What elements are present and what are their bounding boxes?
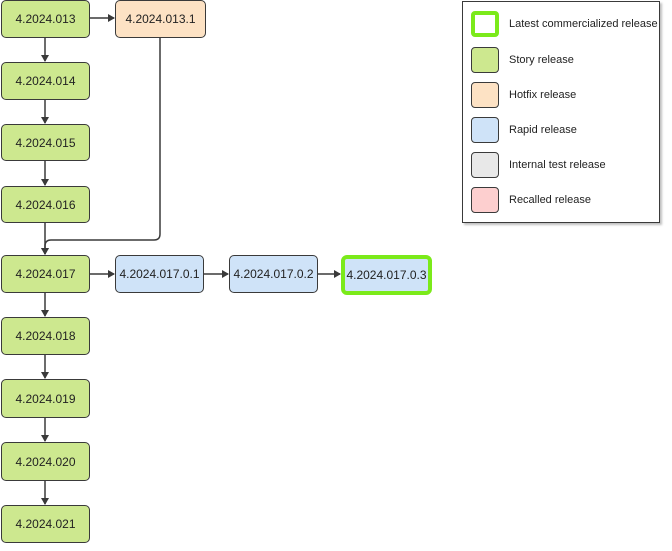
legend: Latest commercialized release Story rele… bbox=[462, 1, 660, 223]
node-4-2024-015[interactable]: 4.2024.015 bbox=[1, 124, 90, 161]
legend-label-hotfix: Hotfix release bbox=[509, 89, 577, 101]
legend-label-latest: Latest commercialized release bbox=[509, 18, 658, 30]
legend-label-rapid: Rapid release bbox=[509, 124, 577, 136]
edge-013-1-017 bbox=[41, 38, 161, 255]
node-4-2024-020[interactable]: 4.2024.020 bbox=[1, 442, 90, 481]
legend-item-rapid: Rapid release bbox=[471, 116, 577, 144]
legend-swatch-internal-test bbox=[471, 152, 499, 178]
legend-label-internal-test: Internal test release bbox=[509, 159, 606, 171]
node-4-2024-014[interactable]: 4.2024.014 bbox=[1, 62, 90, 100]
legend-item-hotfix: Hotfix release bbox=[471, 81, 576, 109]
node-4-2024-017[interactable]: 4.2024.017 bbox=[1, 255, 90, 293]
legend-swatch-recalled bbox=[471, 187, 499, 213]
legend-item-story: Story release bbox=[471, 46, 574, 74]
node-4-2024-021[interactable]: 4.2024.021 bbox=[1, 505, 90, 543]
node-4-2024-017-0-2[interactable]: 4.2024.017.0.2 bbox=[229, 255, 318, 293]
legend-label-story: Story release bbox=[509, 54, 574, 66]
legend-item-recalled: Recalled release bbox=[471, 186, 591, 214]
legend-label-recalled: Recalled release bbox=[509, 194, 591, 206]
legend-item-latest: Latest commercialized release bbox=[471, 10, 658, 38]
node-4-2024-019[interactable]: 4.2024.019 bbox=[1, 379, 90, 418]
node-4-2024-017-0-3[interactable]: 4.2024.017.0.3 bbox=[341, 255, 432, 295]
legend-swatch-rapid bbox=[471, 117, 499, 143]
node-4-2024-017-0-1[interactable]: 4.2024.017.0.1 bbox=[115, 255, 204, 293]
node-4-2024-013-1[interactable]: 4.2024.013.1 bbox=[115, 0, 206, 38]
legend-swatch-hotfix bbox=[471, 82, 499, 108]
node-4-2024-013[interactable]: 4.2024.013 bbox=[1, 0, 90, 38]
legend-swatch-latest bbox=[471, 11, 499, 37]
node-4-2024-018[interactable]: 4.2024.018 bbox=[1, 317, 90, 355]
node-4-2024-016[interactable]: 4.2024.016 bbox=[1, 186, 90, 223]
legend-swatch-story bbox=[471, 47, 499, 73]
legend-item-internal-test: Internal test release bbox=[471, 151, 606, 179]
